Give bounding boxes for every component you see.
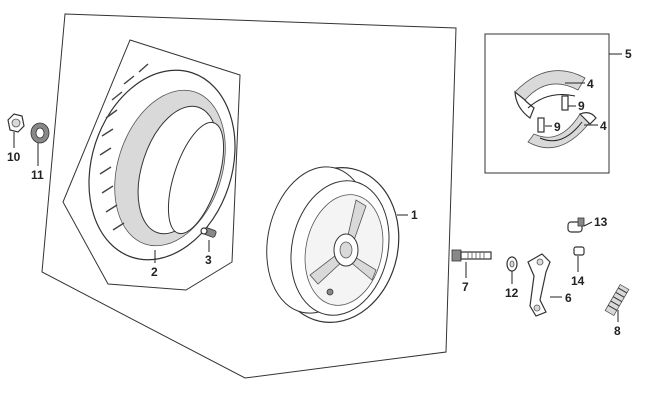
brake-shoe-lower-part[interactable] <box>527 112 597 149</box>
rim-part[interactable] <box>254 156 413 334</box>
callout-2: 2 <box>151 265 158 279</box>
brake-shoe-box <box>484 33 610 174</box>
callout-4-lower: 4 <box>600 119 607 133</box>
callout-3: 3 <box>205 253 212 267</box>
small-washer-part[interactable] <box>506 256 518 272</box>
tire-group-frame <box>62 39 241 291</box>
brake-shoe-upper-part[interactable] <box>514 70 586 119</box>
valve-part[interactable] <box>200 227 217 238</box>
callout-14: 14 <box>571 274 585 288</box>
spacer-part[interactable] <box>573 246 585 256</box>
callout-11: 11 <box>31 168 44 182</box>
callout-5: 5 <box>625 47 632 61</box>
leader-lines <box>13 53 622 322</box>
brake-spring-part[interactable] <box>537 95 569 133</box>
pin-part[interactable] <box>567 217 585 233</box>
tire-part[interactable] <box>65 51 258 279</box>
callout-13: 13 <box>594 215 608 229</box>
callout-12: 12 <box>505 286 519 300</box>
callout-10: 10 <box>7 150 21 164</box>
callout-6: 6 <box>565 291 572 305</box>
callout-1: 1 <box>411 208 418 222</box>
callout-9-lower: 9 <box>554 120 561 134</box>
callout-7: 7 <box>462 280 469 294</box>
washer-part[interactable] <box>30 122 50 144</box>
callout-8: 8 <box>614 324 621 338</box>
bolt-part[interactable] <box>451 249 492 262</box>
brake-arm-part[interactable] <box>527 253 551 317</box>
axle-nut-part[interactable] <box>7 113 25 133</box>
callout-9-upper: 9 <box>578 99 585 113</box>
callout-4-upper: 4 <box>587 77 594 91</box>
wheel-assembly-frame <box>41 13 457 379</box>
return-spring-part[interactable] <box>604 283 630 317</box>
